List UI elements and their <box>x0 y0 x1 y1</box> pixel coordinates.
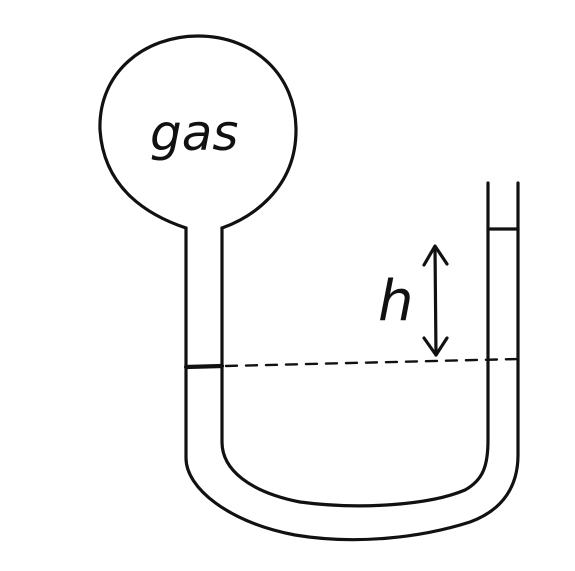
height-arrow-head-bottom <box>422 336 449 357</box>
height-label: h <box>378 269 414 334</box>
reference-dashed-line <box>224 357 520 368</box>
left-liquid-level <box>183 363 225 370</box>
height-arrow <box>422 244 449 357</box>
u-tube-inner-wall <box>220 181 490 508</box>
gas-label: gas <box>150 104 238 162</box>
height-arrow-head-top <box>422 244 449 267</box>
height-arrow-shaft <box>433 245 438 357</box>
gas-bulb <box>98 34 298 230</box>
u-tube-outer-wall <box>184 181 520 542</box>
